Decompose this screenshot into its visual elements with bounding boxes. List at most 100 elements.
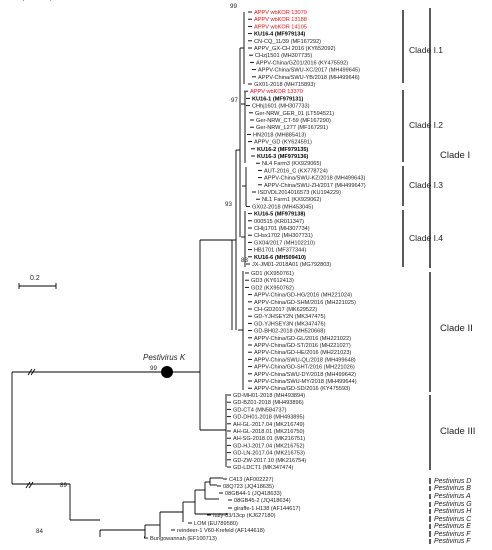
- leaf-label: GD1 (KX950761): [251, 271, 294, 277]
- leaf-label: APPV-China/GD-GL/2016 (MH221022): [254, 336, 351, 342]
- leaf-label: LOM (EU789580): [194, 521, 238, 527]
- leaf-label: GD-DH01-2018 (MH493895): [233, 415, 305, 421]
- species-label: Pestivirus G: [434, 501, 472, 508]
- clade-label: Clade III: [440, 426, 475, 437]
- branch-break-marks: [25, 368, 36, 489]
- leaf-label: HB1701 (MF377344): [254, 248, 306, 254]
- leaf-label: NL4 Farm3 (KX929065): [262, 161, 322, 167]
- leaf-label: KU16-6 (MH509410): [254, 255, 306, 261]
- leaf-label: APPV wbKOR 14105: [254, 24, 307, 30]
- leaf-label: APPV-China/GD-SHM/2016 (MH221025): [254, 300, 356, 306]
- species-label: Pestivirus E: [434, 523, 471, 530]
- bootstrap-value: 84: [36, 528, 43, 535]
- leaf-label: Ger-NRW_L277 (MF167291): [256, 125, 328, 131]
- leaf-label: CH-GD2017 (MK629522): [254, 307, 317, 313]
- leaf-label: Bungowannah (EF100713): [150, 536, 217, 542]
- clade-label: Clade I: [440, 150, 470, 161]
- bootstrap-value: 83: [241, 257, 248, 264]
- bootstrap-value: 93: [225, 201, 232, 208]
- leaf-label: C413 (AF002227): [229, 477, 274, 483]
- pestivirus-k-node-marker: [161, 366, 173, 378]
- leaf-label: APPV-China/SWU-ZH/2017 (MH499647): [264, 183, 366, 189]
- leaf-label: GX02-2018 (MH453045): [252, 204, 313, 210]
- leaf-label: APPV wbKOR 13188: [254, 17, 307, 23]
- species-label: Pestivirus F: [434, 538, 471, 545]
- leaf-label: APPV_GD (KY624591): [254, 140, 312, 146]
- leaf-label: KU16-1 (MF979131): [252, 96, 303, 102]
- subclade-label: Clade I.1: [409, 45, 443, 55]
- leaf-label: APPV-China/GD-ST/2016 (MH221027): [254, 343, 351, 349]
- leaf-label: 08GB45-2 (JQ418634): [234, 498, 291, 504]
- leaf-label: APPV-China/SWU-QL/2018 (MH499648): [254, 357, 356, 363]
- leaf-label: CHlj1701 (MH307734): [254, 226, 310, 232]
- leaf-label: APPV-China/SWU-KZ/2018 (MH499643): [264, 176, 365, 182]
- leaf-label: GD-YJHSEY2N (MK347475): [254, 314, 326, 320]
- leaf-label: Ger-NRW_GER_01 (LT594521): [255, 111, 334, 117]
- leaf-label: reindeer-1 V60-Krefeld (AF144618): [177, 528, 265, 534]
- subclade-label: Clade I.3: [409, 180, 443, 190]
- species-label: Pestivirus A: [434, 493, 471, 500]
- bootstrap-labels: 99 97 93 83 99 89 84: [36, 3, 248, 535]
- bootstrap-value: 97: [231, 97, 238, 104]
- leaf-label: APPV-China/SWU-XC/2017 (MH499645): [258, 68, 360, 74]
- leaf-label: KU16-4 (MF979134): [254, 32, 305, 38]
- leaf-label: Ger-NRW_CT-59 (MF167290): [256, 118, 331, 124]
- scale-bar: 0.2: [18, 275, 57, 289]
- bootstrap-value: 89: [60, 482, 67, 489]
- leaf-label: CHsx1702 (MH307731): [254, 233, 313, 239]
- leaf-label: GD-BZ01-2018 (MH493896): [233, 400, 304, 406]
- leaf-label: APPV-China/SWU-YB/2018 (MH499646): [258, 75, 360, 81]
- leaf-label: APPV wbKOR 13370: [250, 89, 303, 95]
- leaf-label: GD-MH01-2018 (MH493894): [233, 393, 305, 399]
- tree-branches: [11, 11, 262, 539]
- bootstrap-value: 99: [150, 365, 157, 372]
- leaf-label: JX-JM01-2018A01 (MG792803): [252, 262, 331, 268]
- bootstrap-value: 99: [230, 3, 237, 10]
- leaf-label: APPV_GX-CH 2016 (KY652092): [254, 46, 336, 52]
- leaf-label: GD3 (KY612413): [251, 278, 294, 284]
- leaf-label: GD-LN-2017.04 (MK216753): [233, 451, 305, 457]
- leaf-label: giraffe-1 H138 (AF144617): [234, 506, 301, 512]
- leaf-label: APPV wbKOR 13079: [254, 10, 307, 16]
- leaf-label: GD-CT4 (MN584737): [233, 407, 287, 413]
- species-label: Pestivirus B: [434, 485, 471, 492]
- leaf-label: 08GB44-1 (JQ418633): [225, 491, 282, 497]
- clade-label: Clade II: [440, 323, 473, 334]
- leaf-label: HN2018 (MH885413): [253, 132, 306, 138]
- leaf-label: GD-HJ-2017.04 (MK216752): [233, 443, 305, 449]
- leaf-label: APPV-China/GD-SHT/2016 (MH221026): [254, 365, 355, 371]
- leaf-label: APPV-China/GZ01/2016 (KY475592): [256, 60, 348, 66]
- leaf-label: APPV-China/SWU-MY/2018 (MH499644): [254, 379, 357, 385]
- leaf-label: APPV-China/GD-HE/2016 (MH221023): [254, 350, 351, 356]
- pestivirus-k-node-label: Pestivirus K: [143, 353, 186, 362]
- scale-bar-label: 0.2: [30, 275, 40, 282]
- leaf-label: KU16-5 (MF979138): [254, 212, 305, 218]
- leaf-label: AUT-2016_C (KX778724): [264, 168, 328, 174]
- leaf-label: KU16-3 (MF979136): [257, 154, 308, 160]
- leaf-label: APPV-China/GD-SD/2016 (KY475593): [254, 386, 350, 392]
- leaf-label: GX04/2017 (MH102210): [254, 240, 315, 246]
- leaf-label: NL1 Farm1 (KX929062): [262, 197, 322, 203]
- leaf-label: Italy-83/13cp (KJ627180): [213, 513, 276, 519]
- leaf-label: APPV-China/SWU-DY/2018 (MH499642): [254, 372, 356, 378]
- leaf-label: GD-ZW-2017.10 (MK216754): [233, 458, 306, 464]
- leaf-label: APPV-China/GD-HG/2016 (MH221024): [254, 293, 352, 299]
- leaf-label: KU16-2 (MF979135): [257, 147, 308, 153]
- leaf-label: GX01-2018 (MH715893): [254, 82, 315, 88]
- leaf-label: Austria1 (KY436034): [0, 0, 52, 2]
- leaf-label: 08Q723 (JQ418635): [223, 484, 274, 490]
- leaf-label: GD2 (KX950762): [251, 285, 294, 291]
- species-label: Pestivirus C: [434, 516, 472, 523]
- leaf-label: AH-SG-2018.01 (MK216751): [233, 436, 305, 442]
- leaf-label: ISDVDL2014016573 (KU194229): [258, 190, 341, 196]
- subclade-label: Clade I.4: [409, 233, 443, 243]
- leaf-label: GD-LDCT1 (MK347474): [233, 465, 293, 471]
- leaf-label: AH-GL-2017.04 (MK216749): [233, 422, 305, 428]
- leaf-label: GD-BH02-2018 (MH520668): [254, 329, 325, 335]
- subclade-label: Clade I.2: [409, 120, 443, 130]
- leaf-label: GD-YJHSEY3N (MK347476): [254, 321, 326, 327]
- species-label: Pestivirus D: [434, 478, 471, 485]
